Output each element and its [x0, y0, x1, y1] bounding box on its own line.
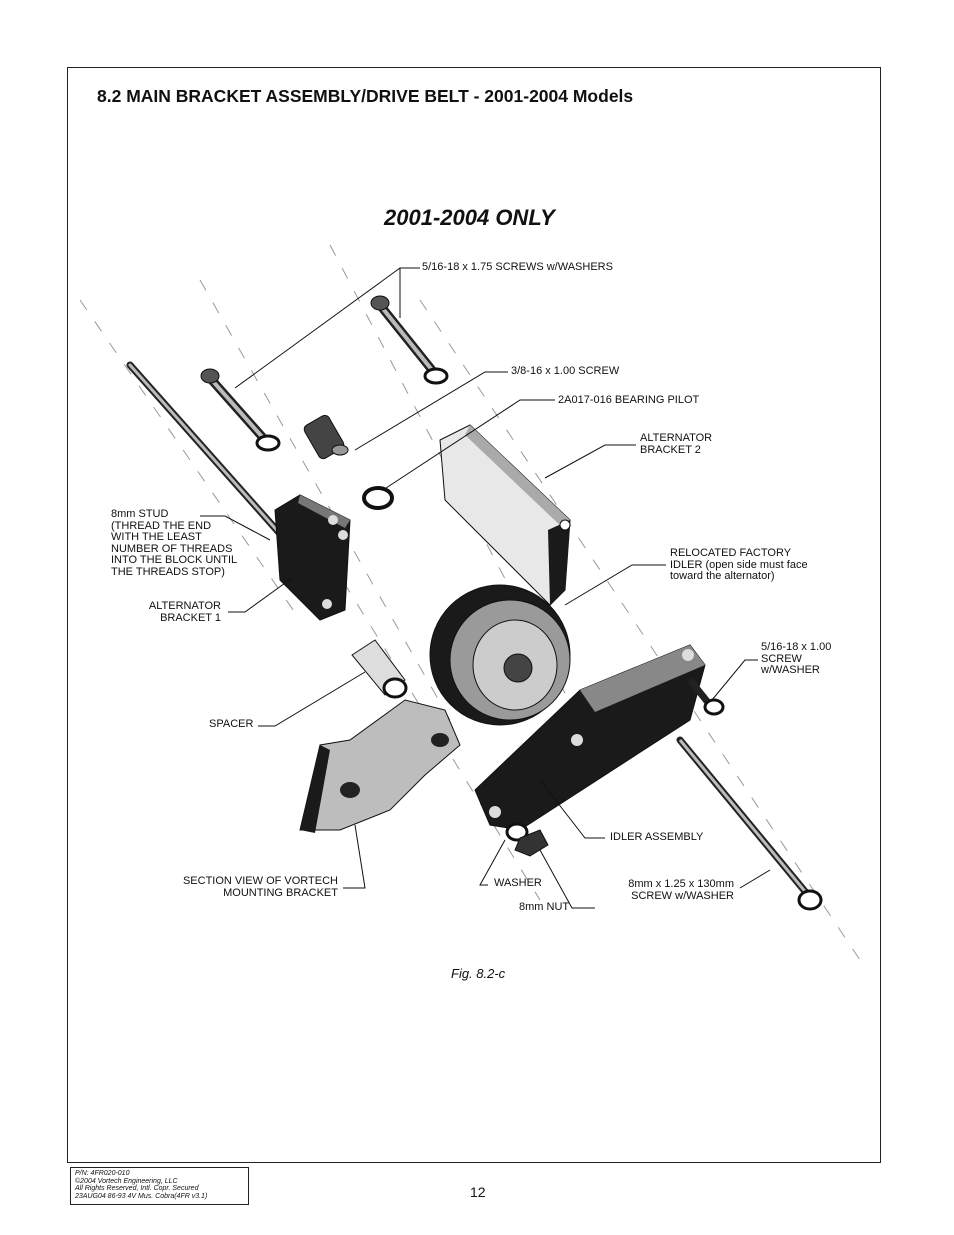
footer-pn: P/N: 4FR020-010 [75, 1170, 130, 1177]
label-screws-175: 5/16-18 x 1.75 SCREWS w/WASHERS [422, 261, 613, 273]
mounting-bracket-part [299, 699, 461, 833]
long-screw-part [676, 736, 823, 911]
idler-assembly-plate-part [474, 644, 706, 831]
leader-lines [200, 267, 771, 909]
label-stud: 8mm STUD (THREAD THE END WITH THE LEAST … [111, 508, 238, 578]
footer-copyright: ©2004 Vortech Engineering, LLC [75, 1177, 178, 1185]
only-heading: 2001-2004 ONLY [384, 205, 555, 230]
footer-rights: All Rights Reserved, Intl. Copr. Secured [75, 1185, 199, 1193]
spacer-part [351, 639, 408, 699]
figure-caption: Fig. 8.2-c [451, 966, 506, 981]
label-alternator-bracket-1: ALTERNATOR BRACKET 1 [148, 600, 221, 624]
section-title: 8.2 MAIN BRACKET ASSEMBLY/DRIVE BELT - 2… [97, 86, 634, 106]
screw-38-part [303, 414, 349, 460]
label-relocated-idler: RELOCATED FACTORY IDLER (open side must … [670, 547, 808, 582]
alternator-bracket-2-part [439, 424, 571, 606]
screw-left-part [200, 368, 281, 452]
idler-pulley-part [429, 584, 571, 726]
label-spacer: SPACER [209, 718, 254, 730]
label-screw-130: 8mm x 1.25 x 130mm SCREW w/WASHER [628, 878, 734, 902]
alternator-bracket-1-part [274, 494, 351, 621]
label-alternator-bracket-2: ALTERNATOR BRACKET 2 [640, 432, 713, 456]
label-idler-assembly: IDLER ASSEMBLY [610, 831, 704, 843]
label-screw-100: 5/16-18 x 1.00 SCREW w/WASHER [761, 641, 832, 676]
short-screw-part [687, 677, 725, 716]
nut-washer-part [505, 822, 549, 857]
label-washer: WASHER [494, 877, 542, 889]
page-number: 12 [470, 1184, 486, 1200]
footer-box: P/N: 4FR020-010 ©2004 Vortech Engineerin… [70, 1167, 249, 1205]
label-section-view: SECTION VIEW OF VORTECH MOUNTING BRACKET [182, 875, 338, 899]
bearing-pilot-part [362, 486, 394, 510]
footer-date: 23AUG04 86-93 4V Mus. Cobra(4FR v3.1) [75, 1192, 208, 1200]
stud-part [126, 361, 294, 549]
label-nut: 8mm NUT [519, 901, 570, 913]
label-bearing-pilot: 2A017-016 BEARING PILOT [558, 394, 700, 406]
screw-right-part [370, 295, 449, 385]
label-screw-38: 3/8-16 x 1.00 SCREW [511, 365, 620, 377]
page-frame [67, 67, 881, 1163]
